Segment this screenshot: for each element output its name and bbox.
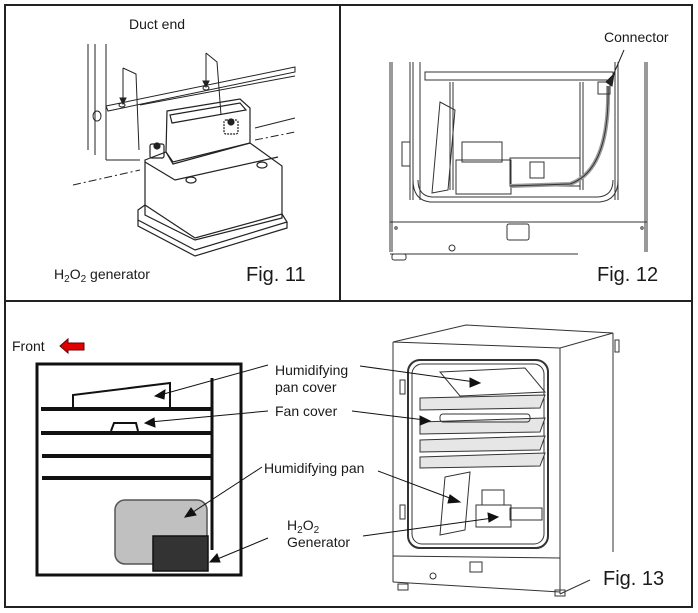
fig12-connector-pointer xyxy=(605,49,625,87)
duct-end-label: Duct end xyxy=(129,16,186,32)
cabinet-outline xyxy=(35,362,243,577)
h2o2-sub1: 2 xyxy=(297,525,303,536)
h2o2-generator-sub2: 2 xyxy=(80,274,87,285)
h2o2-generator-suffix: generator xyxy=(86,266,150,282)
fig11-frame-rail xyxy=(72,44,296,186)
fan-cover-label: Fan cover xyxy=(275,403,338,419)
pan-cover-shape xyxy=(72,381,171,407)
h2o2-generator-label-fig13: H2O2 Generator xyxy=(287,517,350,551)
h2o2-mid: O xyxy=(302,517,314,533)
panel-fig13 xyxy=(4,300,693,608)
humidifying-pan-cover-line2: pan cover xyxy=(275,379,337,395)
h2o2-generator-label: H2O2 generator xyxy=(54,266,150,285)
humidifying-pan-cover-line1: Humidifying xyxy=(275,362,349,378)
figure-label-11: Fig. 11 xyxy=(246,264,306,286)
h2o2-sub2: 2 xyxy=(313,525,320,536)
h2o2-generator-mid: O xyxy=(69,266,81,282)
fig11-generator-body xyxy=(137,98,288,257)
fig11-guide-plates xyxy=(118,52,222,151)
fig12-components xyxy=(431,81,611,195)
figure-label-13: Fig. 13 xyxy=(603,568,665,590)
incubator-cabinet xyxy=(392,324,620,597)
incubator-lower-parts xyxy=(439,471,543,536)
leader-lines xyxy=(143,364,269,563)
front-label: Front xyxy=(12,338,45,354)
figure-label-12: Fig. 12 xyxy=(597,264,659,286)
fan-cover-shape xyxy=(110,422,139,432)
incubator-leader-lines xyxy=(351,365,500,537)
front-arrow-icon xyxy=(59,337,85,355)
h2o2-generator-sub1: 2 xyxy=(64,274,70,285)
connector-label: Connector xyxy=(604,29,669,45)
h2o2-generator-prefix: H xyxy=(54,266,65,282)
h2o2-prefix: H xyxy=(287,517,298,533)
incubator-shelves xyxy=(419,367,547,469)
h2o2-line2: Generator xyxy=(287,534,351,550)
humidifying-pan-label: Humidifying pan xyxy=(264,460,365,476)
humidifying-pan-cover-label: Humidifying pan cover xyxy=(275,362,348,396)
generator-shape xyxy=(152,535,209,572)
